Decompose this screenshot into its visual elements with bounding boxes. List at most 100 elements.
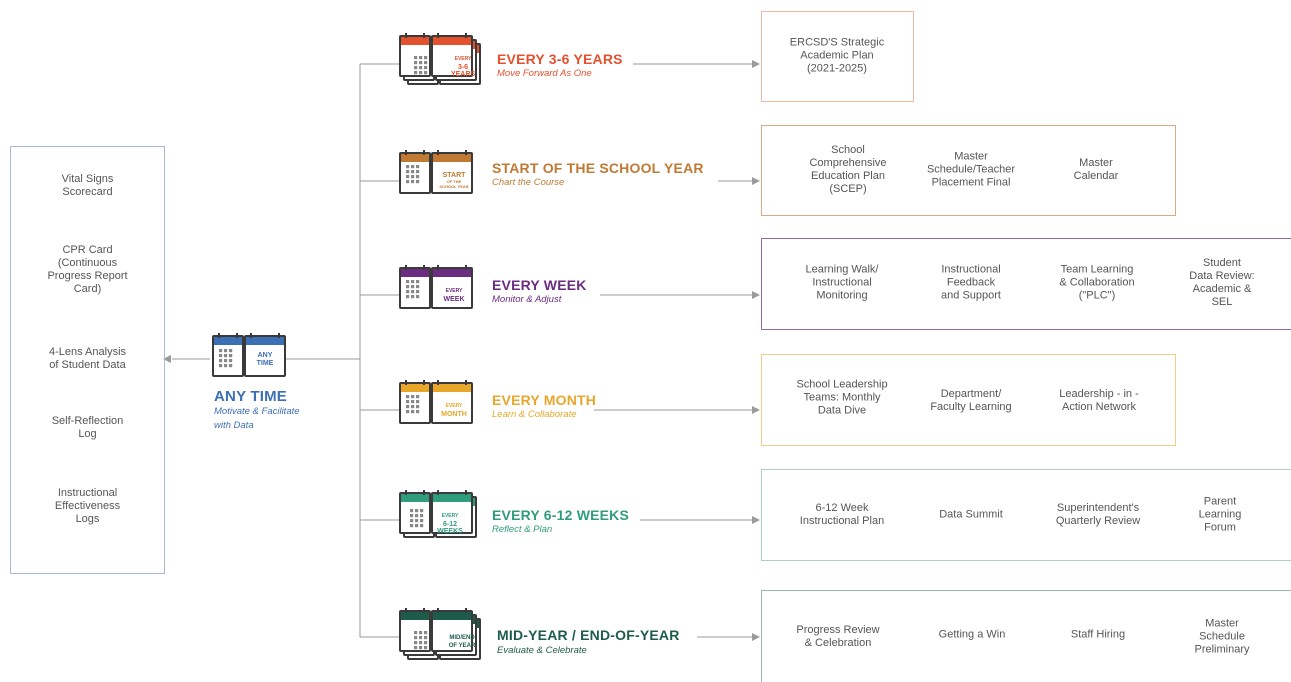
cadence-box <box>761 238 1291 330</box>
cadence-title: EVERY 3-6 YEARS <box>497 51 623 67</box>
cadence-cal-back-day <box>406 400 410 404</box>
cadence-cal-back-day <box>411 165 415 169</box>
cadence-cal-back-day <box>419 646 423 650</box>
cadence-cal-front-body <box>431 492 473 534</box>
cadence-cal-back-day <box>406 295 410 299</box>
cadence-cal-back-day <box>406 285 410 289</box>
cadence-cal-front-ring <box>465 608 467 613</box>
cadence-cal-back-day <box>416 395 420 399</box>
cadence-cal-back-day <box>416 180 420 184</box>
cadence-cal-front-ring <box>465 265 467 270</box>
cadence-item: Parent Learning Forum <box>1198 495 1242 534</box>
any-time-subtitle-1: Motivate & Facilitate <box>214 406 300 417</box>
cadence-cal-back-day <box>419 66 423 70</box>
cadence-cal-back-day <box>416 295 420 299</box>
cadence-cal-back-day <box>410 509 414 513</box>
cadence-cal-back-day <box>406 410 410 414</box>
cadence-cal-back-day <box>416 400 420 404</box>
cadence-cal-front-ring <box>437 33 439 38</box>
cadence-title: EVERY 6-12 WEEKS <box>492 507 630 523</box>
any-time-cal-back-day <box>229 354 233 358</box>
cadence-cal-back-day <box>424 66 428 70</box>
any-time-cal-back-header <box>214 337 242 345</box>
cadence-cal-front-body <box>431 610 473 652</box>
cadence-item: Progress Review & Celebration <box>796 624 880 649</box>
cadence-cal-front-header <box>433 612 471 620</box>
any-time-cal-front-ring <box>250 333 252 338</box>
cadence-item: School Leadership Teams: Monthly Data Di… <box>796 378 888 417</box>
cadence-cal-back-day <box>414 61 418 65</box>
tools-panel: Vital Signs Scorecard CPR Card (Continuo… <box>10 146 165 574</box>
cadence-cal-front-header <box>433 154 471 162</box>
cadence-item: Master Schedule/Teacher Placement Final <box>926 150 1016 189</box>
cadence-cal-back-day <box>411 295 415 299</box>
cadence-cal-back-day <box>424 641 428 645</box>
cadence-cal-back-day <box>411 285 415 289</box>
left-panel-arrow-head <box>163 355 171 363</box>
arrow-head <box>752 60 760 68</box>
cadence-cal-back-day <box>419 56 423 60</box>
cadence-cal-back-day <box>416 285 420 289</box>
cadence-cal-back-day <box>410 524 414 528</box>
cadence-cal-back-day <box>424 636 428 640</box>
cadence-cal-back-day <box>415 514 419 518</box>
cadence-subtitle: Move Forward As One <box>497 68 592 79</box>
cadence-cal-back-day <box>416 290 420 294</box>
any-time-cal-back-day <box>229 364 233 368</box>
cadence-cal-back-day <box>419 71 423 75</box>
cadence-cal-back-day <box>406 405 410 409</box>
arrow-head <box>752 516 760 524</box>
cadence-item: Team Learning & Collaboration ("PLC") <box>1059 263 1135 302</box>
cadence-cal-back-day <box>420 524 424 528</box>
tool-4-lens-analysis: 4-Lens Analysis of Student Data <box>48 346 127 371</box>
cadence-cal-front-ring <box>465 33 467 38</box>
cadence-item: Instructional Feedback and Support <box>941 263 1001 302</box>
arrow-head <box>752 633 760 641</box>
any-time-subtitle-2: with Data <box>214 420 254 431</box>
cadence-cal-back-day <box>414 641 418 645</box>
tool-vital-signs-scorecard: Vital Signs Scorecard <box>61 173 114 198</box>
any-time-cal-back-day <box>219 359 223 363</box>
cadence-box <box>761 469 1291 561</box>
cadence-cal-back-day <box>406 175 410 179</box>
arrow-head <box>752 406 760 414</box>
cadence-item: School Comprehensive Education Plan (SCE… <box>809 144 887 195</box>
cadence-item: Getting a Win <box>938 628 1006 641</box>
cadence-cal-back-day <box>414 66 418 70</box>
any-time-cal-back-ring <box>236 333 238 338</box>
cadence-cal-back-day <box>424 631 428 635</box>
cadence-title: EVERY WEEK <box>492 277 587 293</box>
cadence-cal-back-ring <box>423 33 425 38</box>
any-time-cal-back-day <box>219 354 223 358</box>
cadence-title: EVERY MONTH <box>492 392 597 408</box>
cadence-cal-back-day <box>419 636 423 640</box>
cadence-cal-back-header <box>401 384 429 392</box>
any-time-cal-back-day <box>219 349 223 353</box>
cadence-cal-back-day <box>410 519 414 523</box>
cadence-cal-back-day <box>406 280 410 284</box>
cadence-cal-back-day <box>424 71 428 75</box>
cadence-box <box>761 354 1176 446</box>
any-time-cal-front-ring <box>278 333 280 338</box>
cadence-cal-back-day <box>414 646 418 650</box>
arrow-head <box>752 177 760 185</box>
cadence-cal-front-header <box>433 494 471 502</box>
cadence-box <box>761 125 1176 216</box>
cadence-cal-back-day <box>406 165 410 169</box>
cadence-cal-back-day <box>414 631 418 635</box>
cadence-item: Learning Walk/ Instructional Monitoring <box>805 263 879 302</box>
cadence-cal-back-day <box>411 180 415 184</box>
cadence-title: MID-YEAR / END-OF-YEAR <box>497 627 680 643</box>
cadence-cal-back-day <box>419 631 423 635</box>
any-time-cal-back-day <box>219 364 223 368</box>
cadence-item: Student Data Review: Academic & SEL <box>1189 257 1255 308</box>
cadence-box <box>761 11 914 102</box>
cadence-cal-back-day <box>415 524 419 528</box>
cadence-cal-back-ring <box>405 490 407 495</box>
cadence-item: Master Calendar <box>1073 157 1119 182</box>
tool-cpr-card: CPR Card (Continuous Progress Report Car… <box>47 244 128 295</box>
cadence-cal-front-ring <box>437 490 439 495</box>
